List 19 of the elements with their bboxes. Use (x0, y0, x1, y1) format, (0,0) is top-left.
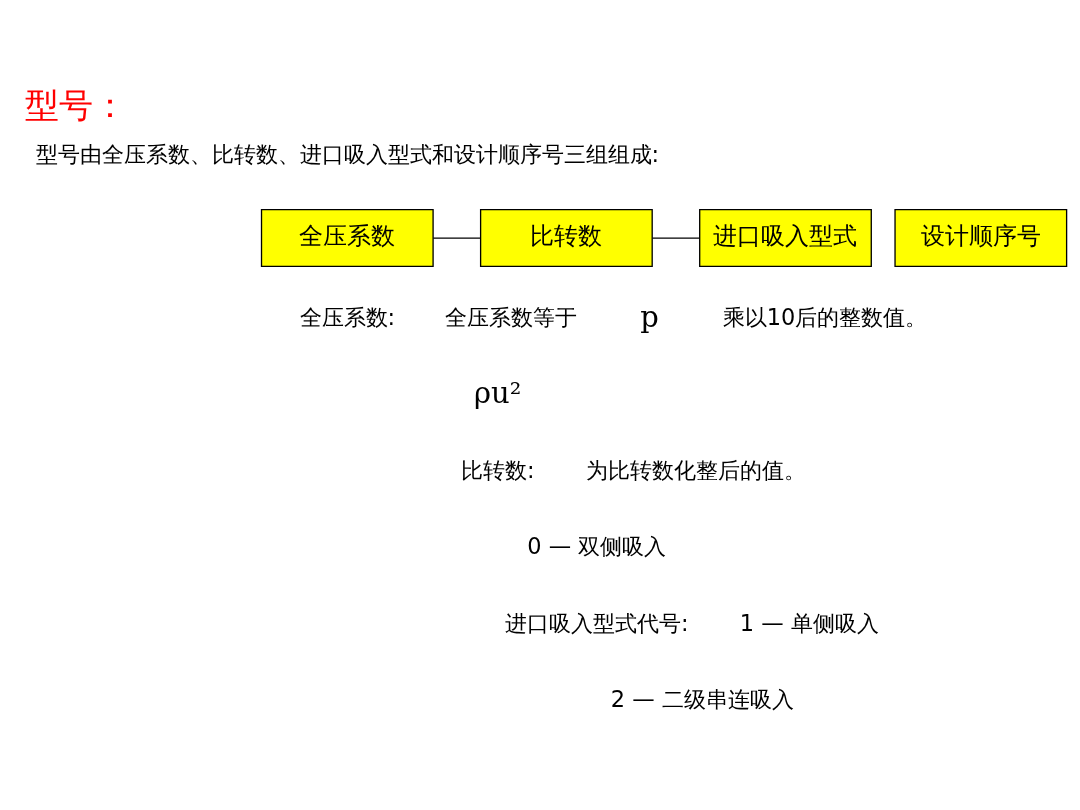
label: 比转数: (460, 456, 535, 483)
label: 乘以10后的整数值。 (722, 303, 928, 330)
label: 型号由全压系数、比转数、进口吸入型式和设计顺序号三组组成: (35, 141, 660, 168)
node-box: 设计顺序号 (894, 209, 1068, 268)
label: 2 — 二级串连吸入 (610, 686, 794, 713)
label: 为比转数化整后的值。 (585, 456, 806, 483)
label: 1 — 单侧吸入 (739, 609, 879, 636)
connector (432, 237, 481, 239)
node-box: 比转数 (479, 209, 653, 268)
label: 全压系数等于 (444, 303, 577, 330)
label: p (640, 299, 659, 334)
label: ρu² (474, 376, 522, 411)
label: 进口吸入型式代号: (504, 609, 689, 636)
label: 0 — 双侧吸入 (527, 533, 667, 560)
node-box: 进口吸入型式 (699, 209, 872, 268)
connector (651, 237, 700, 239)
label: 全压系数: (299, 303, 396, 330)
node-box: 全压系数 (260, 209, 434, 268)
diagram-title: 型号： (25, 85, 128, 126)
